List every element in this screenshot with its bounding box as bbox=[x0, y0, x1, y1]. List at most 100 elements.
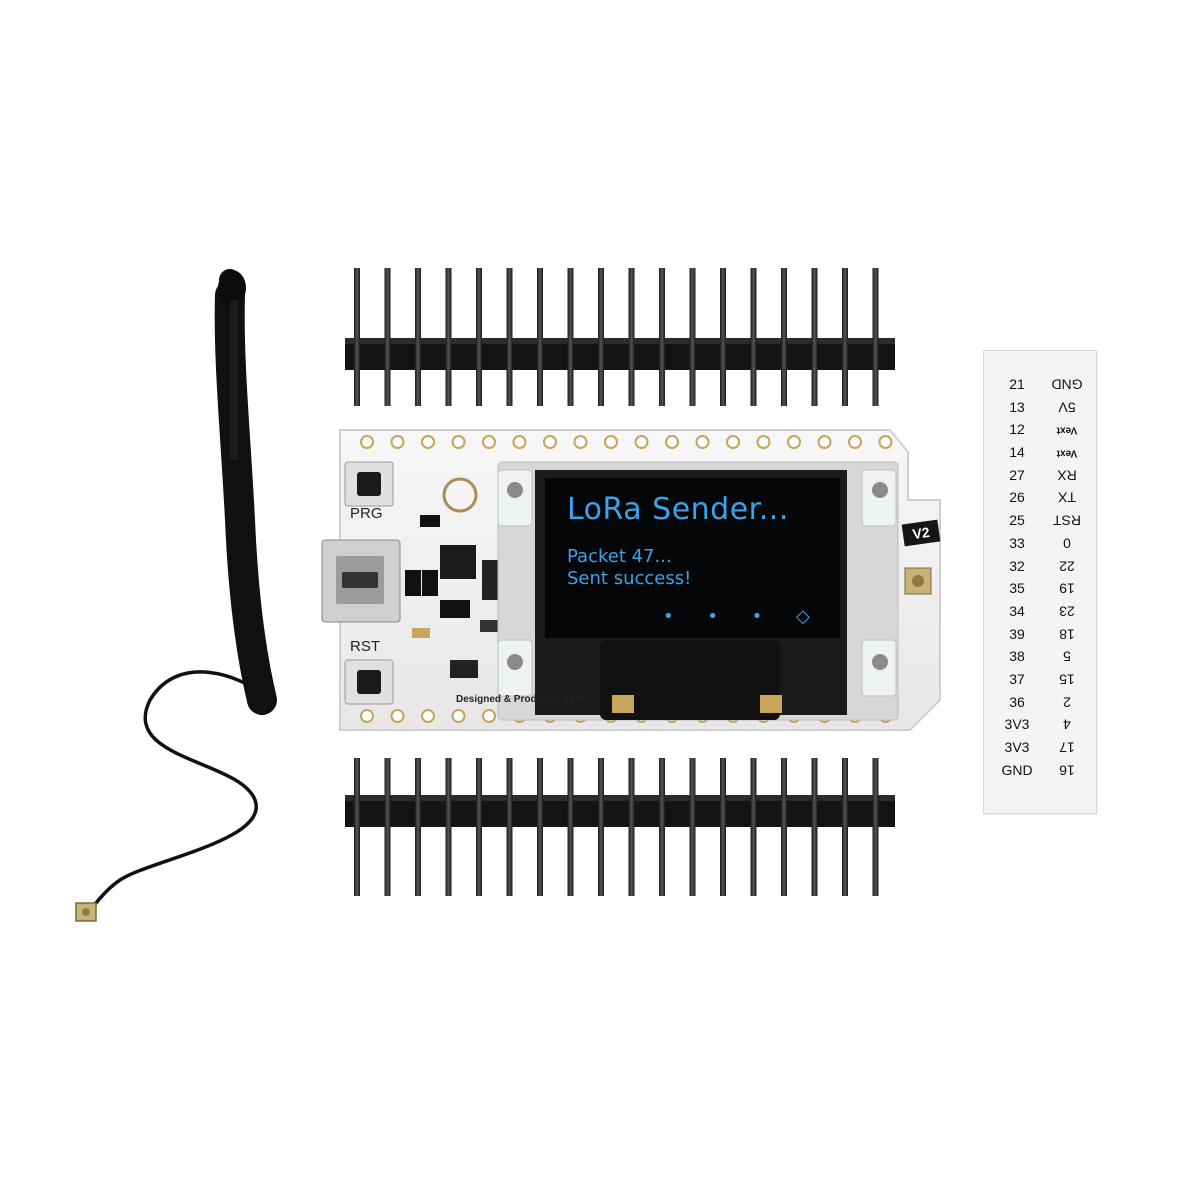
pcb-hole bbox=[390, 435, 405, 449]
pin-label: 32 bbox=[1009, 557, 1025, 574]
header-pin bbox=[811, 268, 818, 406]
pin-label: RX bbox=[1057, 467, 1077, 484]
header-pin bbox=[811, 758, 818, 896]
header-pin bbox=[415, 268, 421, 406]
pcb-hole bbox=[421, 435, 435, 449]
pin-label: 22 bbox=[1059, 558, 1075, 575]
header-pin bbox=[872, 758, 879, 896]
pin-label: Vext bbox=[1056, 447, 1078, 459]
header-pin bbox=[506, 268, 513, 406]
header-pin bbox=[567, 268, 574, 406]
header-pin bbox=[720, 268, 726, 406]
pin-label: 5 bbox=[1063, 648, 1071, 665]
pcb-hole bbox=[634, 435, 649, 449]
header-pin bbox=[476, 268, 482, 406]
pin-label: Vext bbox=[1056, 425, 1078, 437]
oled-screen: LoRa Sender... Packet 47... Sent success… bbox=[545, 478, 840, 638]
oled-status-line: Sent success! bbox=[567, 568, 692, 589]
header-pin bbox=[354, 268, 360, 406]
micro-usb-port bbox=[321, 539, 401, 623]
header-pin bbox=[476, 758, 482, 896]
header-pin bbox=[445, 758, 452, 896]
pcb-hole bbox=[512, 435, 527, 449]
pcb-hole bbox=[573, 435, 588, 449]
header-pin bbox=[872, 268, 879, 406]
oled-title: LoRa Sender... bbox=[567, 492, 789, 527]
header-pin bbox=[842, 268, 848, 406]
antenna-connector bbox=[75, 902, 97, 922]
header-pin bbox=[659, 268, 665, 406]
pin-label: 33 bbox=[1009, 534, 1025, 551]
pcb-hole bbox=[665, 435, 679, 449]
pcb-hole bbox=[360, 435, 374, 449]
header-pin bbox=[598, 758, 604, 896]
pin-label: 36 bbox=[1009, 693, 1025, 710]
header-pin bbox=[689, 268, 696, 406]
pin-label: 5V bbox=[1058, 399, 1076, 416]
header-pin bbox=[750, 268, 757, 406]
pin-label: 0 bbox=[1063, 535, 1071, 552]
header-pin bbox=[720, 758, 726, 896]
pin-label: 18 bbox=[1059, 626, 1075, 643]
header-pin bbox=[567, 758, 574, 896]
header-pin bbox=[537, 758, 543, 896]
pin-label: 38 bbox=[1009, 648, 1025, 665]
rst-button bbox=[344, 659, 394, 705]
pcb-hole bbox=[360, 709, 374, 723]
pin-label: 3V3 bbox=[1004, 716, 1030, 733]
pcb-hole bbox=[421, 709, 435, 723]
oled-packet-line: Packet 47... bbox=[567, 546, 672, 567]
pin-label: 23 bbox=[1059, 603, 1075, 620]
pcb-hole bbox=[848, 435, 862, 449]
header-pin bbox=[384, 758, 391, 896]
pin-label: TX bbox=[1058, 490, 1076, 507]
pin-label: 3V3 bbox=[1004, 739, 1030, 755]
pcb-hole bbox=[390, 709, 405, 723]
header-pin bbox=[689, 758, 696, 896]
header-pin bbox=[750, 758, 757, 896]
pcb-hole bbox=[878, 435, 893, 449]
pin-label: 14 bbox=[1009, 444, 1025, 461]
pcb-hole bbox=[604, 435, 618, 449]
pcb-hole bbox=[817, 435, 832, 449]
pin-label: 19 bbox=[1059, 580, 1075, 597]
header-pin bbox=[781, 758, 787, 896]
pin-label: 2 bbox=[1063, 694, 1071, 711]
top-pin-header bbox=[345, 268, 895, 406]
oled-progress-dots: • • • ◇ bbox=[663, 606, 824, 627]
pin-label: 35 bbox=[1009, 580, 1025, 597]
header-pin bbox=[598, 268, 604, 406]
pcb-hole bbox=[451, 709, 466, 723]
prg-button bbox=[344, 461, 394, 507]
pin-label: 15 bbox=[1059, 671, 1075, 688]
pin-label: 4 bbox=[1063, 717, 1071, 733]
pin-label: 27 bbox=[1009, 466, 1025, 483]
header-pin bbox=[354, 758, 360, 896]
pin-label: 12 bbox=[1009, 421, 1025, 438]
pin-label: 26 bbox=[1009, 489, 1025, 506]
header-pin bbox=[537, 268, 543, 406]
rst-label: RST bbox=[350, 638, 380, 655]
header-pin bbox=[628, 758, 635, 896]
pcb-hole bbox=[482, 709, 496, 723]
pcb-hole bbox=[482, 435, 496, 449]
header-pin bbox=[506, 758, 513, 896]
pcb-hole bbox=[787, 435, 801, 449]
pin-label: GND bbox=[1001, 761, 1033, 778]
header-pin bbox=[842, 758, 848, 896]
header-pin bbox=[384, 268, 391, 406]
pin-label: 16 bbox=[1059, 762, 1075, 779]
pcb-hole bbox=[543, 435, 557, 449]
header-pin bbox=[628, 268, 635, 406]
pcb-hole bbox=[695, 435, 710, 449]
pin-label: 39 bbox=[1009, 625, 1025, 642]
pin-label: 37 bbox=[1009, 670, 1025, 687]
ufl-connector bbox=[904, 567, 932, 595]
pin-label: RST bbox=[1053, 512, 1081, 529]
pcb-hole bbox=[726, 435, 740, 449]
pin-label: 13 bbox=[1009, 398, 1025, 415]
prg-label: PRG bbox=[350, 505, 383, 522]
